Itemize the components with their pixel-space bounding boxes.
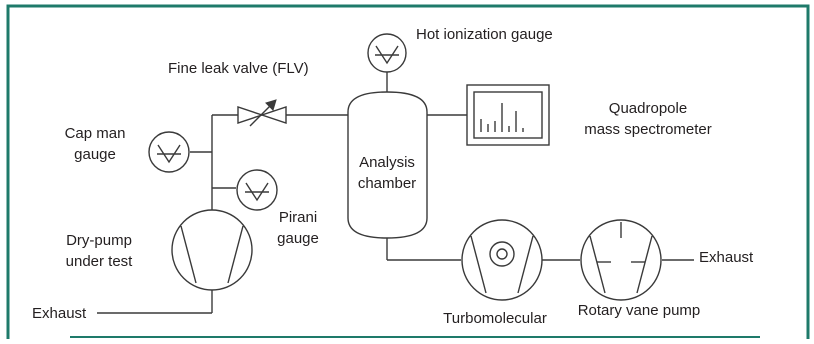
- cap-man-label-2: gauge: [74, 146, 116, 163]
- turbomolecular-pump-icon: [461, 219, 543, 301]
- pirani-gauge: [236, 169, 278, 211]
- pipework: [97, 72, 694, 314]
- hot-ionization-gauge-label: Hot ionization gauge: [416, 26, 553, 43]
- analysis-chamber-label-1: Analysis: [359, 154, 415, 171]
- dry-pump-icon: [171, 209, 253, 291]
- fine-leak-valve-label: Fine leak valve (FLV): [168, 60, 309, 77]
- rotary-vane-pump-icon: [580, 219, 662, 301]
- pirani-label-2: gauge: [277, 230, 319, 247]
- needle-valve-icon: [237, 99, 287, 127]
- mass-spectrometer-icon: [466, 84, 550, 146]
- turbomolecular-label: Turbomolecular: [443, 310, 547, 327]
- spectrometer-label-1: Quadropole: [609, 100, 687, 117]
- vacuum-chamber-icon: [347, 91, 428, 239]
- hot-ionization-gauge: [367, 33, 407, 73]
- dry-pump-label-1: Dry-pump: [66, 232, 132, 249]
- spectrometer-label-2: mass spectrometer: [584, 121, 712, 138]
- pirani-label-1: Pirani: [279, 209, 317, 226]
- rotary-vane-pump-label: Rotary vane pump: [578, 302, 701, 319]
- analysis-chamber-label-2: chamber: [358, 175, 416, 192]
- gauge-icon: [375, 45, 399, 65]
- gauge-icon: [157, 144, 181, 164]
- frame-border: [6, 4, 810, 339]
- dry-pump-label-2: under test: [66, 253, 134, 270]
- exhaust-right-label: Exhaust: [699, 249, 754, 266]
- gauge-icon: [245, 182, 269, 202]
- cap-man-gauge: [148, 131, 190, 173]
- exhaust-left-label: Exhaust: [32, 305, 87, 322]
- cap-man-label-1: Cap man: [65, 125, 126, 142]
